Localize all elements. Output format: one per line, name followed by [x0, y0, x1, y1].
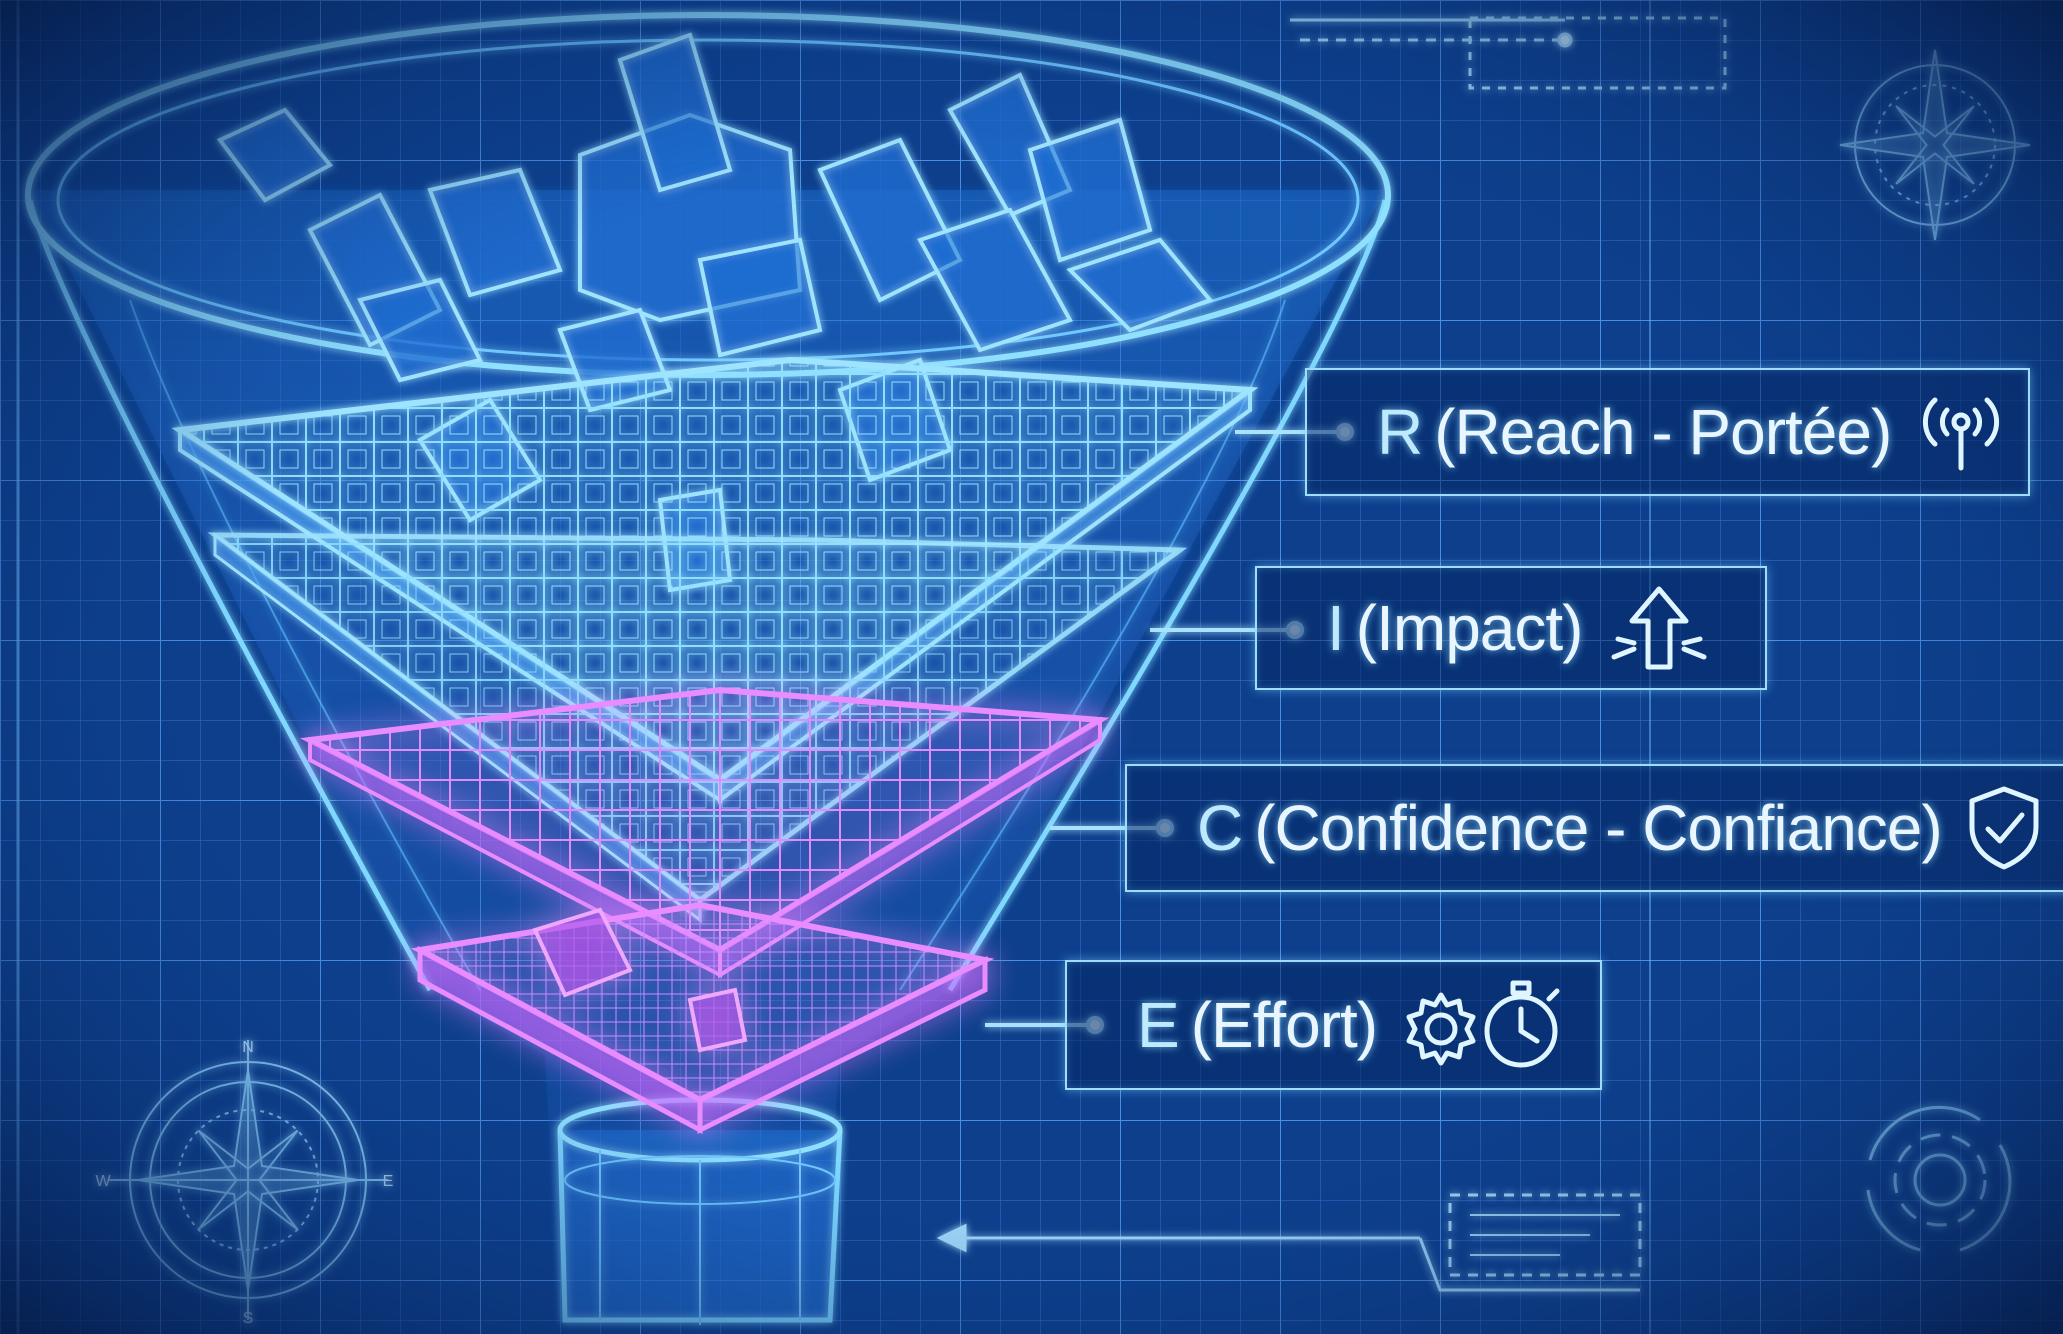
signal-antenna-icon — [1913, 392, 2009, 472]
criterion-letter: E — [1137, 989, 1180, 1061]
shield-check-icon — [1964, 783, 2044, 873]
criterion-label: (Confidence - Confiance) — [1254, 792, 1942, 864]
gear-stopwatch-icon — [1399, 977, 1569, 1073]
criterion-reach: R (Reach - Portée) — [1305, 368, 2030, 496]
criterion-letter: C — [1197, 792, 1243, 864]
criterion-label: (Reach - Portée) — [1434, 396, 1892, 468]
criterion-label: (Impact) — [1355, 592, 1584, 664]
criterion-letter: R — [1377, 396, 1423, 468]
criterion-label: (Effort) — [1190, 989, 1378, 1061]
criterion-effort: E (Effort) — [1065, 960, 1602, 1090]
criterion-letter: I — [1327, 592, 1345, 664]
criterion-confidence: C (Confidence - Confiance) — [1125, 764, 2063, 892]
criterion-impact: I (Impact) — [1255, 566, 1767, 690]
arrow-up-impact-icon — [1604, 583, 1714, 673]
